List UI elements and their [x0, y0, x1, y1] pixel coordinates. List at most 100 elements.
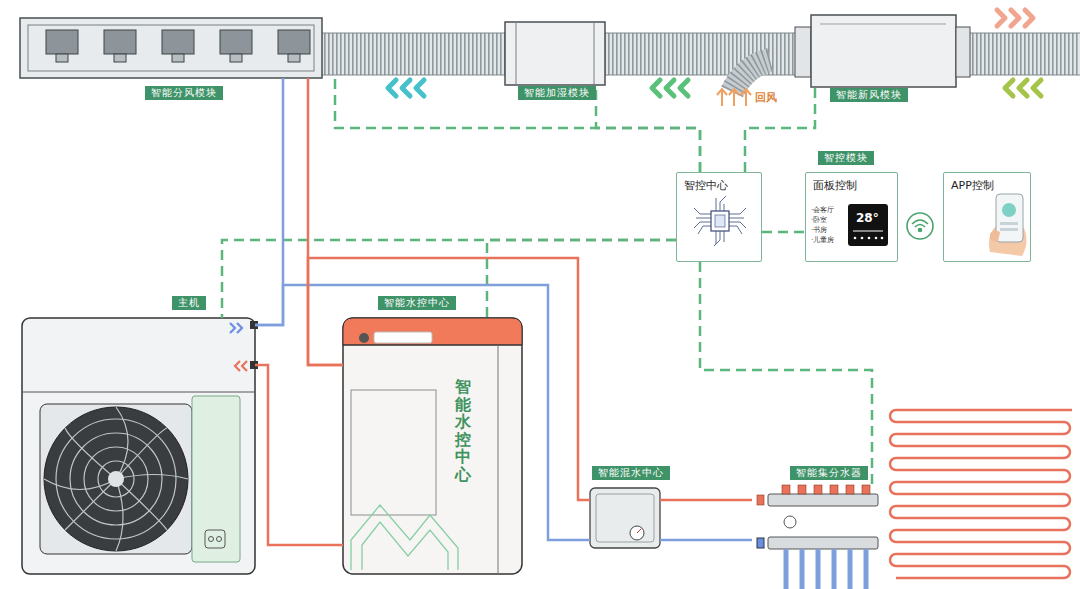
air-distribution-box: [278, 30, 310, 54]
control-line: [487, 240, 676, 318]
hot-water-pipe: [255, 365, 343, 545]
airflow-chevrons: [652, 80, 660, 96]
room-label: ·书房: [811, 225, 827, 235]
water-control-unit: [362, 522, 448, 570]
manifold: [757, 538, 764, 548]
manifold-node: 智能集分水器: [752, 488, 880, 589]
manifold: [814, 485, 822, 494]
heat-pump-unit: [242, 361, 247, 371]
control-line: [700, 262, 872, 488]
mixing-unit: [630, 526, 644, 540]
control-center-icon: [711, 211, 729, 231]
tag-label: 主机: [172, 296, 206, 310]
return-air-arrows: [717, 89, 727, 106]
water-control-unit: [343, 318, 522, 574]
manifold: [848, 549, 853, 589]
mixing-node: 智能混水中心: [590, 488, 660, 548]
return-water-pipe: [255, 285, 590, 540]
heat-pump-unit: [235, 361, 240, 371]
fresh-air-module: [795, 27, 811, 77]
humidifier-module: [594, 22, 595, 85]
control-line: [762, 231, 805, 234]
app-control-icon: [943, 172, 1031, 262]
panel-control-icon: [861, 237, 864, 240]
fresh-air-module: [820, 24, 946, 25]
airflow-chevrons: [1033, 80, 1041, 96]
manifold: [784, 516, 796, 528]
airflow-chevrons: [388, 10, 1041, 96]
mixing-unit: [596, 494, 654, 542]
manifold: [832, 549, 837, 589]
water-control-unit: [498, 345, 499, 574]
control-center-icon: [676, 172, 762, 262]
humidifier-module: [505, 22, 605, 85]
manifold: [768, 494, 878, 506]
water-control-unit: [351, 505, 458, 570]
heat-pump-unit: [217, 537, 222, 542]
heat-pump-unit: [108, 471, 124, 487]
water-control-unit: [359, 333, 369, 343]
panel-control-icon: [881, 237, 884, 240]
mixing-unit: [590, 488, 660, 548]
heat-pump-unit: [44, 407, 188, 551]
air-distribution-box: [220, 30, 252, 54]
heat-pump-unit: [22, 318, 255, 574]
tag-label: 智能集分水器: [790, 466, 868, 480]
humidifier-node: 智能加湿模块: [505, 22, 605, 85]
manifold: [757, 485, 870, 505]
heat-pump-unit: [44, 407, 188, 551]
fresh-air-module: [795, 15, 970, 87]
return-water-pipe: [255, 78, 283, 325]
panel-control-icon: [848, 204, 888, 246]
manifold: [757, 495, 764, 505]
air-distribution-box: [28, 25, 314, 71]
control-center-icon: [714, 196, 726, 246]
airflow-chevrons: [680, 80, 688, 96]
air-distribution-box: [46, 30, 78, 54]
control-center-icon: [694, 208, 711, 234]
heat-pump-unit: [205, 530, 225, 548]
control-center-icon: [694, 196, 746, 246]
fresh-air-module: [811, 15, 956, 87]
room-label: ·卧室: [811, 215, 827, 225]
heat-pump-unit: [44, 407, 188, 551]
tag-label: 智控模块: [818, 151, 874, 165]
return-water-pipe: [660, 539, 752, 542]
air-distribution-box: [20, 18, 322, 78]
tag-label: 智能新风模块: [830, 88, 908, 102]
heat-pump-unit: [22, 318, 258, 574]
heat-pump-unit: [237, 323, 242, 333]
manifold: [816, 549, 821, 589]
flow-label: 回风: [755, 90, 777, 105]
air-distribution-box: [162, 30, 194, 54]
airflow-chevrons: [997, 10, 1005, 26]
panel-control-icon: [805, 172, 898, 262]
app-control-icon: [1000, 222, 1018, 225]
wifi-icon: [919, 229, 922, 232]
heat-pump-node: 主机: [22, 318, 255, 574]
vertical-title: 智能水控中心: [455, 378, 471, 484]
water-control-node: 智能水控中心智能水控中心: [343, 318, 522, 574]
fresh-air-module: [956, 27, 970, 77]
air-distribution-box: [20, 18, 322, 78]
manifold: [757, 485, 878, 589]
air-distribution-box: [172, 54, 184, 62]
tag-label: 智能加湿模块: [518, 86, 596, 100]
control-center-icon: [715, 215, 725, 227]
manifold: [862, 485, 870, 494]
wifi-icon: [907, 213, 933, 239]
control-center-icon: [729, 208, 746, 234]
panel-control-icon: [805, 172, 898, 262]
water-control-unit: [343, 318, 522, 574]
water-control-unit: [351, 505, 458, 570]
control-center-icon: [676, 172, 762, 262]
room-label: ·儿童房: [811, 235, 834, 245]
panel-control-icon: [868, 237, 871, 240]
manifold: [830, 485, 838, 494]
app-control-icon: [990, 230, 1000, 242]
control-line: [335, 78, 700, 172]
manifold: [782, 485, 790, 494]
heat-pump-unit: [40, 404, 192, 554]
panel-control-icon: [875, 237, 878, 240]
manifold: [798, 485, 806, 494]
